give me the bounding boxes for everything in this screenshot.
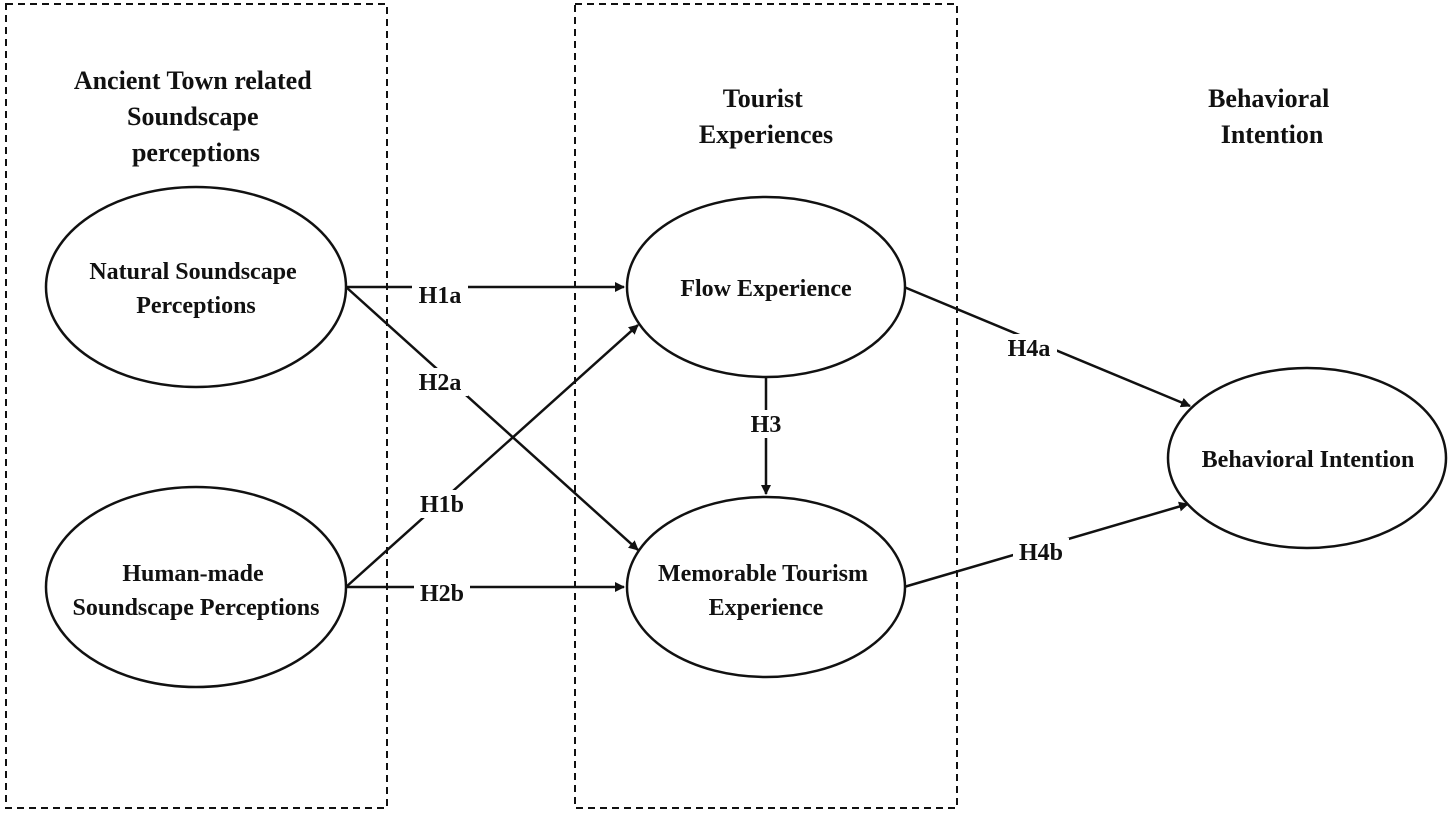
node-flow-experience: Flow Experience: [625, 195, 907, 379]
humanmade-node-label: Human-made Soundscape Perceptions: [73, 561, 320, 621]
natural-node-label-line-1: Natural Soundscape: [89, 259, 297, 285]
node-memorable-tourism-experience: Memorable Tourism Experience: [625, 495, 907, 679]
edge-h2b-label: H2b: [420, 581, 464, 607]
soundscape-title-line-3: perceptions: [132, 138, 260, 167]
edge-h2a-label: H2a: [419, 370, 462, 396]
experiences-title-line-1: Tourist: [723, 84, 803, 113]
soundscape-title-line-1: Ancient Town related: [74, 66, 312, 95]
memorable-node-label-line-2: Experience: [709, 595, 824, 621]
behavioral-node-label: Behavioral Intention: [1202, 447, 1415, 473]
edge-h1b-label-group: H1b: [414, 490, 470, 518]
memorable-node-label-line-1: Memorable Tourism: [658, 561, 868, 587]
node-humanmade-soundscape: Human-made Soundscape Perceptions: [44, 485, 348, 689]
flow-node-label: Flow Experience: [680, 276, 852, 302]
node-behavioral-intention: Behavioral Intention: [1166, 366, 1448, 550]
flow-node-label-line-1: Flow Experience: [680, 276, 852, 302]
humanmade-node-label-line-2: Soundscape Perceptions: [73, 595, 320, 621]
experiences-group-title: Tourist Experiences: [699, 84, 833, 149]
edge-h1b-arrow: [345, 324, 639, 588]
edge-h1b-label: H1b: [420, 492, 464, 518]
intention-group-title: Behavioral Intention: [1208, 84, 1336, 149]
edge-h4a-label-group: H4a: [1001, 334, 1057, 362]
edge-h2a-label-group: H2a: [412, 368, 468, 396]
soundscape-group-title: Ancient Town related Soundscape percepti…: [74, 66, 318, 167]
edge-h4b-label-group: H4b: [1013, 538, 1069, 566]
soundscape-title-line-2: Soundscape: [127, 102, 259, 131]
natural-node-label: Natural Soundscape Perceptions: [89, 259, 302, 319]
experiences-group-box: [574, 3, 958, 809]
experiences-title-line-2: Experiences: [699, 120, 833, 149]
memorable-node-label: Memorable Tourism Experience: [658, 561, 874, 621]
edge-h3-label: H3: [751, 412, 782, 438]
edge-h2a-arrow: [345, 286, 639, 551]
edge-h4a-label: H4a: [1008, 336, 1051, 362]
node-natural-soundscape: Natural Soundscape Perceptions: [44, 185, 348, 389]
behavioral-node-label-line-1: Behavioral Intention: [1202, 447, 1415, 473]
edge-h1a-label: H1a: [419, 283, 462, 309]
intention-title-line-2: Intention: [1221, 120, 1324, 149]
edge-h1a-label-group: H1a: [412, 281, 468, 309]
edge-h2b-label-group: H2b: [414, 580, 470, 608]
humanmade-node-label-line-1: Human-made: [122, 561, 264, 587]
intention-title-line-1: Behavioral: [1208, 84, 1329, 113]
natural-node-label-line-2: Perceptions: [136, 293, 256, 319]
soundscape-group-box: [5, 3, 388, 809]
edge-h3-label-group: H3: [744, 410, 788, 438]
edge-h4b-label: H4b: [1019, 540, 1063, 566]
